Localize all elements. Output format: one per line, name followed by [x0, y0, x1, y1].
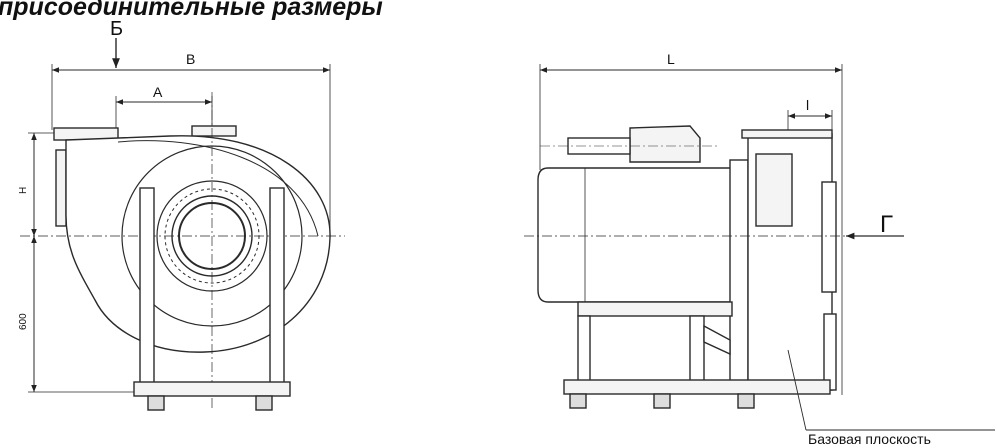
housing-top-flange — [741, 129, 833, 139]
side-foot-bolt-1 — [569, 393, 587, 409]
side-foot-bolt-2 — [653, 393, 671, 409]
front-view — [20, 38, 345, 411]
motor-body — [537, 167, 741, 303]
side-foot-bolt-3 — [737, 393, 755, 409]
mount-plate — [729, 159, 749, 391]
foot-bolt-left — [147, 395, 165, 411]
top-flange — [191, 125, 237, 137]
scroll-housing — [65, 135, 331, 353]
dim-b-label: В — [186, 51, 195, 67]
inlet-collar-lower — [823, 313, 837, 391]
side-view — [524, 64, 995, 431]
left-support-leg — [139, 187, 155, 385]
drawing-title: присоединительные размеры — [0, 0, 383, 21]
base-frame — [133, 381, 291, 397]
base-plane-leader — [787, 349, 807, 431]
side-base-frame — [563, 379, 831, 395]
right-support-leg — [269, 187, 285, 385]
view-g-label: Г — [880, 211, 893, 238]
dim-l-label: L — [667, 51, 675, 67]
terminal-box — [629, 125, 701, 163]
outlet-duct — [55, 149, 67, 227]
dim-h-label: Н — [18, 187, 29, 194]
dim-small-l-label: l — [806, 97, 809, 113]
inlet-collar — [821, 181, 837, 293]
frame-brace — [703, 324, 731, 356]
scroll-inner-line — [117, 140, 319, 237]
frame-leg-left — [577, 315, 591, 383]
housing-window — [755, 153, 793, 227]
view-b-label: Б — [110, 18, 123, 40]
dim-600-label: 600 — [18, 313, 29, 330]
dim-a-label: А — [153, 84, 163, 100]
motor-frame — [577, 301, 733, 317]
base-plane-label: Базовая плоскость — [808, 431, 931, 447]
foot-bolt-right — [255, 395, 273, 411]
frame-leg-mid — [689, 315, 705, 383]
